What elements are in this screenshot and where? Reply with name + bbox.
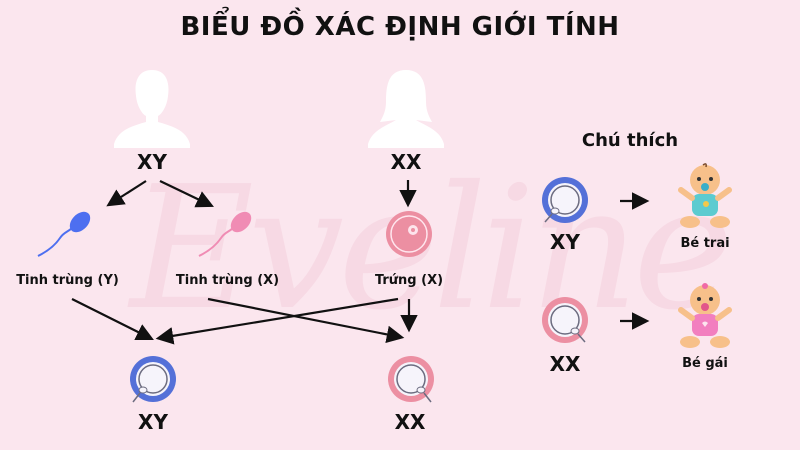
arrow-father-to-sperm-y (106, 180, 147, 207)
arrow-egg-to-xy (155, 297, 399, 345)
zygote-blue-icon (130, 356, 176, 403)
father-genotype: XY (137, 150, 167, 174)
legend-result: Bé gái (682, 356, 728, 371)
legend-zygote-pink-icon (542, 297, 588, 343)
male-silhouette-icon (114, 70, 190, 148)
baby-girl-icon (678, 283, 732, 348)
gamete-label: Tinh trùng (Y) (16, 273, 119, 288)
offspring-genotype: XX (394, 410, 426, 434)
gamete-label: Trứng (X) (374, 273, 444, 288)
baby-boy-icon (678, 163, 732, 228)
sperm-blue-icon (37, 211, 91, 257)
arrow-sperm-y-to-xy (71, 298, 154, 340)
arrow-sperm-x-to-xx (207, 297, 405, 344)
legend-title: Chú thích (581, 130, 679, 151)
female-silhouette-icon (368, 70, 444, 148)
legend-result: Bé trai (680, 236, 730, 251)
legend-genotype: XY (550, 230, 580, 254)
legend-genotype: XX (549, 352, 581, 376)
legend-zygote-blue-icon (542, 177, 588, 223)
sperm-pink-icon (198, 211, 252, 257)
egg-icon (386, 211, 432, 257)
page-title: BIỂU ĐỒ XÁC ĐỊNH GIỚI TÍNH (180, 12, 620, 42)
arrow-father-to-sperm-x (159, 180, 214, 208)
zygote-pink-icon (388, 356, 434, 403)
offspring-genotype: XY (138, 410, 168, 434)
gamete-label: Tinh trùng (X) (175, 273, 280, 288)
mother-genotype: XX (390, 150, 422, 174)
